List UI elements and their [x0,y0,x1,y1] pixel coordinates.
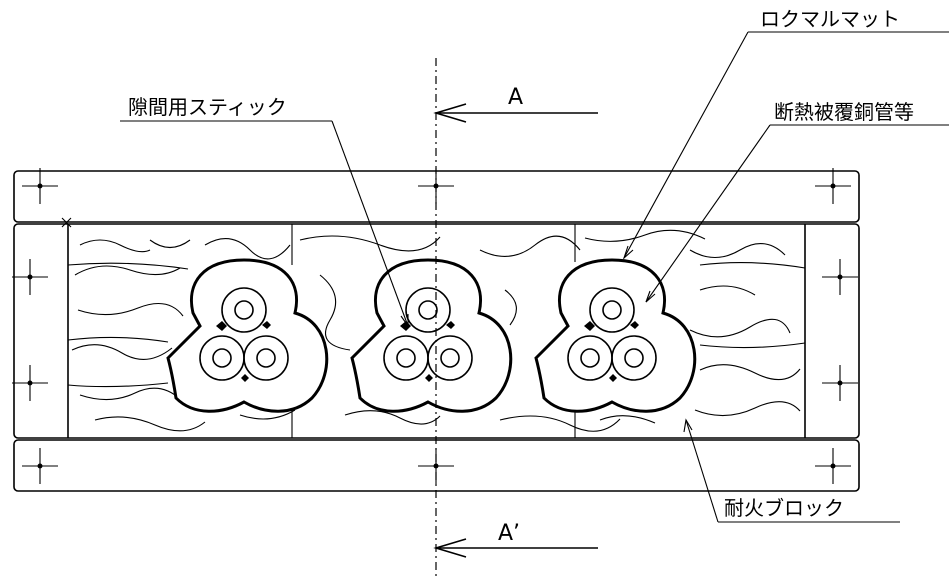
corner-x-mark [61,217,72,228]
label-fire-block: 耐火ブロック [724,496,844,520]
gap-stick [630,321,639,329]
gap-stick [584,321,595,331]
gap-stick [609,374,617,382]
section-label-a: A [508,85,523,110]
gap-stick [425,374,433,382]
label-insulated-pipe: 断熱被覆銅管等 [774,100,914,124]
pipe-group-2 [350,258,513,413]
rockwool-mat [534,258,697,413]
bolt-mark [22,168,58,204]
bolt-mark [815,168,851,204]
section-arrow-top [433,103,598,123]
bolt-mark [12,365,48,401]
leader-insulated-pipe [645,124,949,303]
bolt-mark [815,448,851,484]
pipe-group-1 [166,258,329,413]
insulated-pipe [199,287,289,381]
fire-block-texture [67,224,806,438]
bolt-mark [822,365,858,401]
insulated-pipe [383,287,473,381]
leader-fire-block [683,418,900,523]
section-label-a-prime: A’ [498,521,520,546]
pipe-group-3 [534,258,697,413]
bolt-mark [12,259,48,295]
gap-stick [241,374,249,382]
gap-stick [262,321,271,329]
label-gap-stick: 隙間用スティック [128,95,287,119]
leader-gap-stick [120,120,409,328]
bolt-mark [822,259,858,295]
gap-stick [446,321,455,329]
label-rockwool-mat: ロクマルマット [760,7,900,31]
rockwool-mat [350,258,513,413]
insulated-pipe [567,287,657,381]
gap-stick [216,321,227,331]
bolt-mark [22,448,58,484]
section-arrow-bottom [433,538,598,558]
rockwool-mat [166,258,329,413]
leader-rockwool-mat [622,31,949,260]
